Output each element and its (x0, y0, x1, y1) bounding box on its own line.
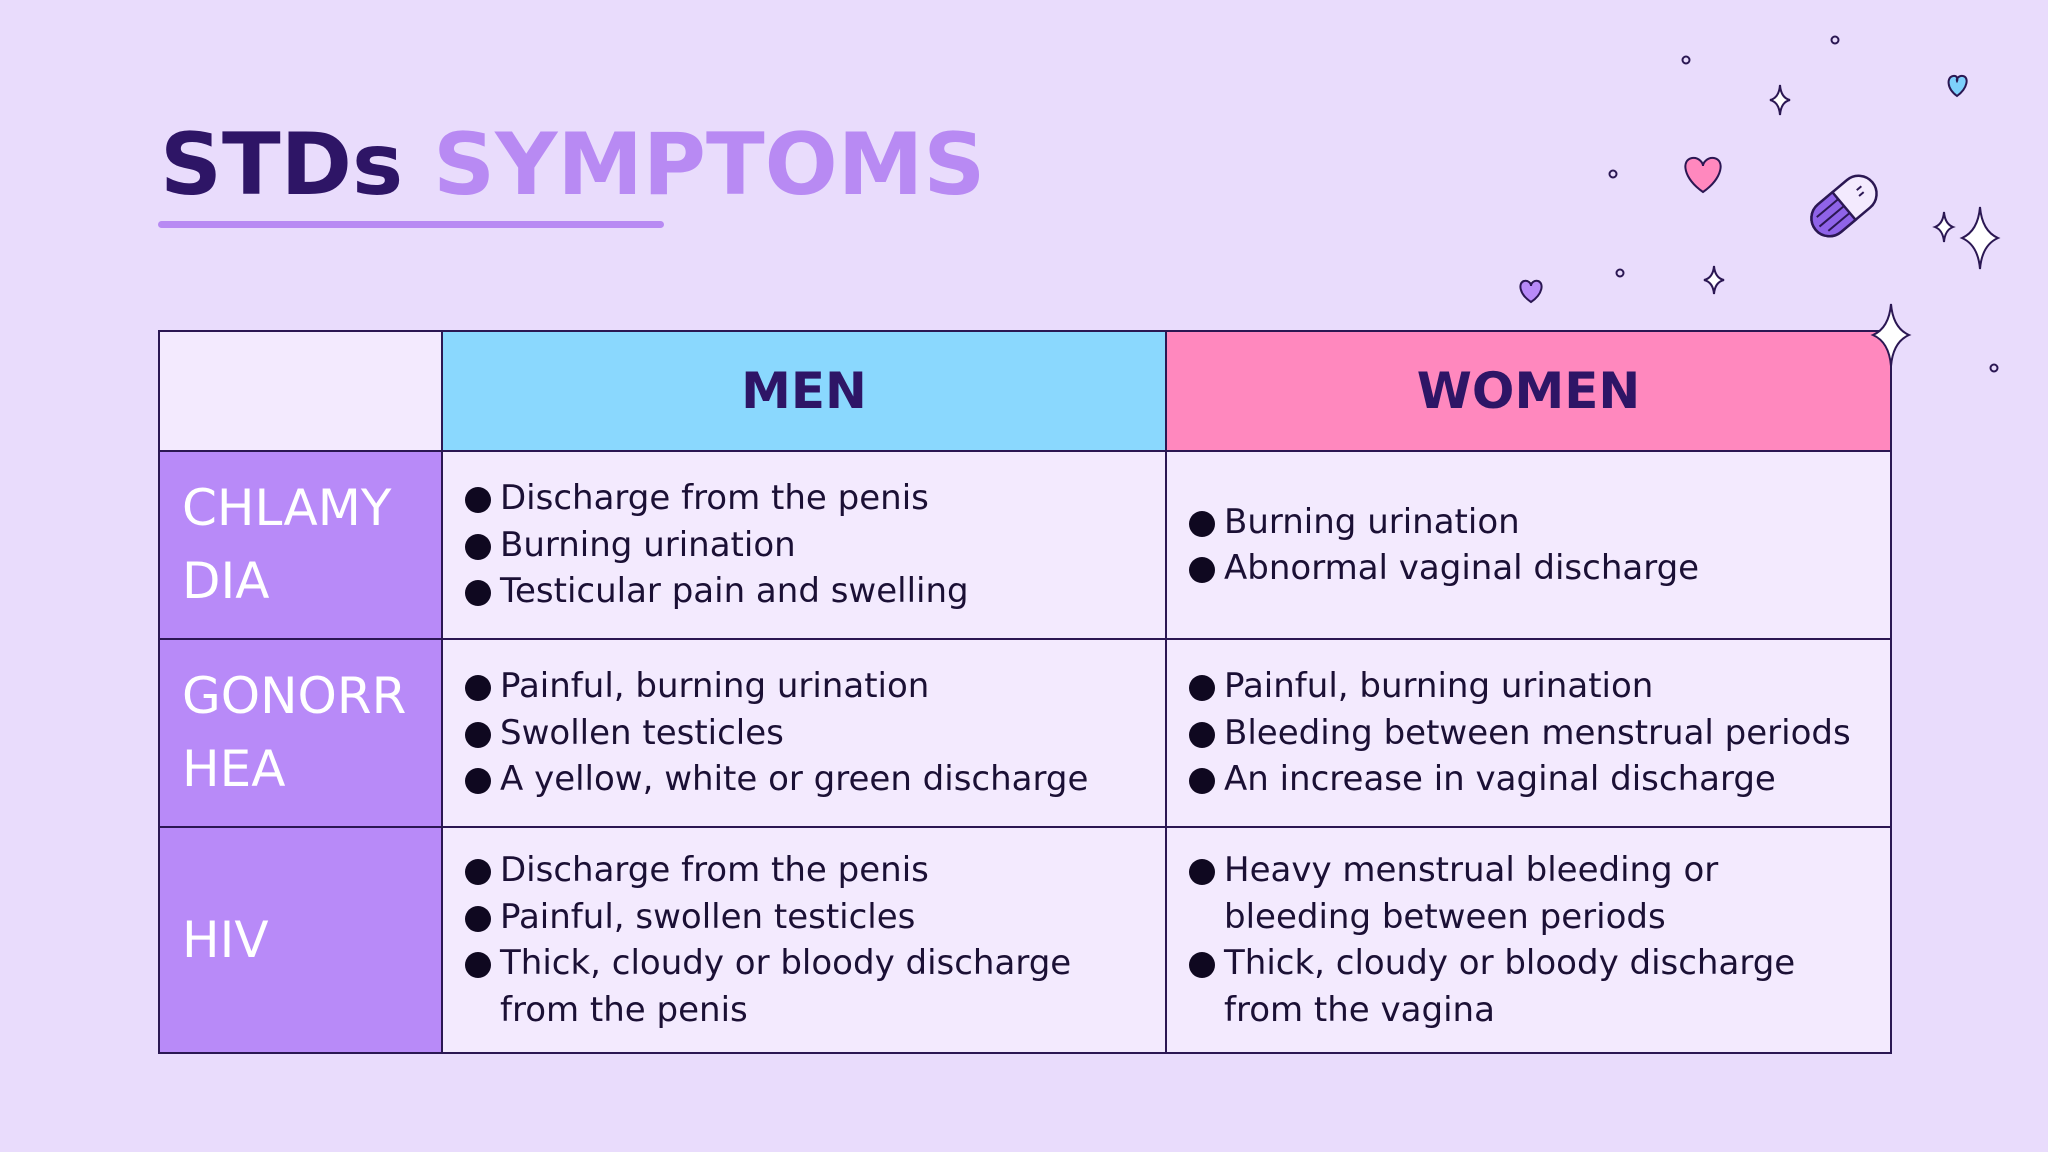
symptom-text: Painful, swollen testicles (500, 896, 916, 937)
symptom-text: An increase in vaginal discharge (1224, 759, 1776, 800)
bullet-icon (1189, 557, 1215, 583)
title-underline (158, 221, 664, 228)
bullet-icon (1189, 721, 1215, 748)
bullet-icon (465, 533, 491, 560)
symptom-text: Discharge from the penis (500, 850, 929, 890)
symptom-list: Painful, burning urination Swollen testi… (465, 663, 1151, 803)
list-item: Abnormal vaginal discharge (1189, 545, 1876, 592)
symptom-list: Discharge from the penis Painful, swolle… (465, 847, 1151, 1033)
list-item: Burning urination (465, 522, 1151, 569)
row-label-hiv: HIV (158, 826, 443, 1054)
symptom-text: A yellow, white or green discharge (500, 759, 1089, 800)
heart-icon (1684, 156, 1722, 194)
list-item: Bleeding between menstrual periods (1189, 710, 1876, 757)
heart-icon (1947, 74, 1968, 98)
heart-icon (1519, 279, 1543, 304)
row-label-chlamydia: CHLAMY DIA (158, 450, 443, 640)
row-label-text: GONORR HEA (182, 667, 407, 798)
bullet-icon (465, 859, 491, 885)
bullet-icon (1189, 859, 1215, 885)
table-row: GONORR HEA Painful, burning urination Sw… (158, 638, 1892, 828)
page-title: STDs SYMPTOMS (160, 122, 985, 208)
circle-dot-icon (1608, 169, 1618, 179)
list-item: Painful, burning urination (465, 663, 1151, 710)
list-item: Painful, swollen testicles (465, 894, 1151, 941)
bullet-icon (465, 768, 491, 795)
bullet-icon (465, 905, 491, 932)
symptom-text: Testicular pain and swelling (500, 571, 969, 612)
symptom-text: Heavy menstrual bleeding or bleeding bet… (1224, 850, 1719, 937)
symptom-text: Discharge from the penis (500, 478, 929, 519)
symptom-text: Painful, burning urination (1224, 666, 1654, 707)
bullet-icon (1189, 768, 1215, 795)
list-item: A yellow, white or green discharge (465, 756, 1151, 803)
list-item: An increase in vaginal discharge (1189, 756, 1876, 803)
table-header-row: MEN WOMEN (158, 330, 1892, 452)
circle-dot-icon (1830, 35, 1840, 45)
symptoms-table: MEN WOMEN CHLAMY DIA Discharge from the … (158, 330, 1892, 1054)
column-header-women: WOMEN (1165, 330, 1892, 452)
men-symptoms-cell: Discharge from the penis Burning urinati… (441, 450, 1167, 640)
title-part-dark: STDs (160, 115, 404, 215)
women-symptoms-cell: Heavy menstrual bleeding or bleeding bet… (1165, 826, 1892, 1054)
list-item: Testicular pain and swelling (465, 568, 1151, 615)
bullet-icon (465, 952, 491, 978)
sparkle-icon (1932, 211, 1956, 243)
row-label-text: CHLAMY DIA (182, 479, 392, 610)
women-symptoms-cell: Painful, burning urination Bleeding betw… (1165, 638, 1892, 828)
symptom-list: Heavy menstrual bleeding or bleeding bet… (1189, 847, 1876, 1033)
sparkle-icon (1703, 265, 1725, 295)
symptom-text: Swollen testicles (500, 712, 784, 753)
women-symptoms-cell: Burning urination Abnormal vaginal disch… (1165, 450, 1892, 640)
symptom-text: Abnormal vaginal discharge (1224, 548, 1700, 588)
symptom-text: Bleeding between menstrual periods (1224, 712, 1851, 753)
sparkle-icon (1959, 206, 2001, 270)
bullet-icon (465, 721, 491, 748)
list-item: Heavy menstrual bleeding or bleeding bet… (1189, 847, 1876, 940)
list-item: Discharge from the penis (465, 475, 1151, 522)
symptom-list: Discharge from the penis Burning urinati… (465, 475, 1151, 615)
pill-capsule-icon (1810, 174, 1878, 238)
sparkle-icon (1870, 303, 1912, 367)
row-label-text: HIV (182, 910, 269, 969)
symptom-text: Painful, burning urination (500, 666, 930, 707)
list-item: Discharge from the penis (465, 847, 1151, 894)
men-symptoms-cell: Discharge from the penis Painful, swolle… (441, 826, 1167, 1054)
bullet-icon (465, 675, 491, 702)
list-item: Painful, burning urination (1189, 663, 1876, 710)
table-corner-cell (158, 330, 443, 452)
sparkle-icon (1769, 84, 1791, 116)
bullet-icon (465, 580, 491, 607)
table-row: HIV Discharge from the penis Painful, sw… (158, 826, 1892, 1054)
circle-dot-icon (1989, 363, 1999, 373)
bullet-icon (1189, 675, 1215, 702)
row-label-gonorrhea: GONORR HEA (158, 638, 443, 828)
symptom-list: Painful, burning urination Bleeding betw… (1189, 663, 1876, 803)
title-part-accent: SYMPTOMS (433, 115, 986, 215)
symptom-text: Thick, cloudy or bloody discharge from t… (1224, 943, 1796, 1030)
circle-dot-icon (1681, 55, 1691, 65)
bullet-icon (465, 487, 491, 514)
bullet-icon (1189, 952, 1215, 978)
column-header-men: MEN (441, 330, 1167, 452)
symptom-text: Thick, cloudy or bloody discharge from t… (500, 943, 1072, 1030)
table-row: CHLAMY DIA Discharge from the penis Burn… (158, 450, 1892, 640)
men-symptoms-cell: Painful, burning urination Swollen testi… (441, 638, 1167, 828)
list-item: Thick, cloudy or bloody discharge from t… (1189, 940, 1876, 1033)
symptom-text: Burning urination (500, 524, 796, 565)
symptom-list: Burning urination Abnormal vaginal disch… (1189, 499, 1876, 592)
list-item: Swollen testicles (465, 710, 1151, 757)
circle-dot-icon (1615, 268, 1625, 278)
symptom-text: Burning urination (1224, 501, 1520, 542)
list-item: Burning urination (1189, 499, 1876, 546)
list-item: Thick, cloudy or bloody discharge from t… (465, 940, 1151, 1033)
bullet-icon (1189, 510, 1215, 537)
